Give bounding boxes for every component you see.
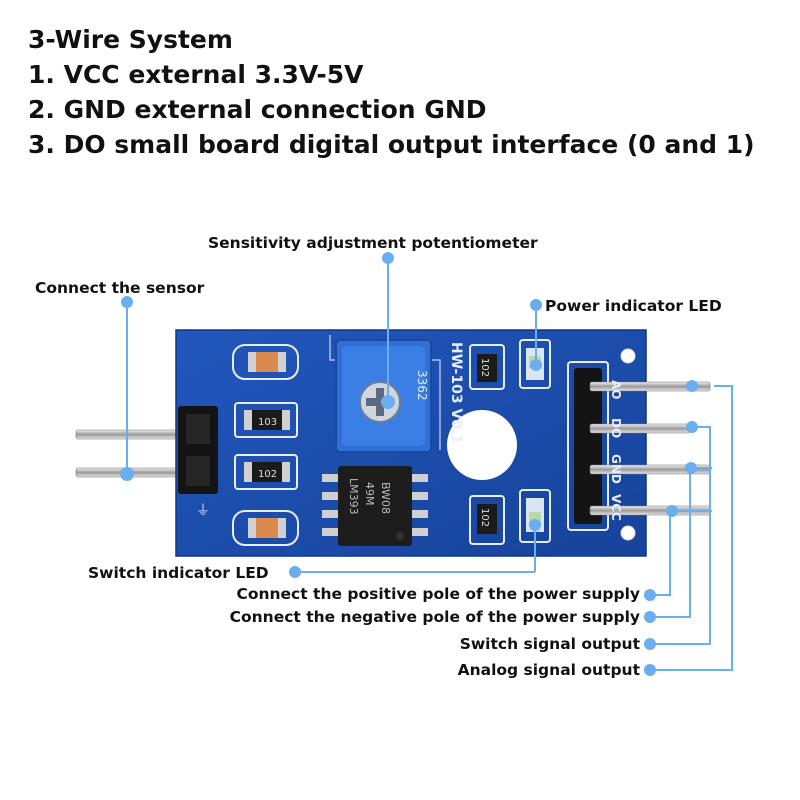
chip-text-2: 49M: [363, 482, 376, 506]
pin-label-vcc: VCC: [609, 494, 623, 521]
board-model-text: HW-103 V0.1: [448, 342, 464, 444]
label-connect-sensor: Connect the sensor: [35, 279, 205, 297]
chip-text-1: LM393: [347, 478, 360, 515]
mounting-hole: [447, 410, 517, 480]
resistor-2-text: 102: [258, 469, 277, 480]
pin-label-gnd: GND: [609, 454, 623, 484]
callout-lines: [126, 258, 733, 671]
label-sensitivity-potentiometer: Sensitivity adjustment potentiometer: [208, 234, 538, 252]
heading-line-4: 3. DO small board digital output interfa…: [28, 130, 755, 159]
right-header: [567, 361, 711, 531]
left-components: [232, 344, 299, 546]
resistor-1-text: 103: [258, 417, 277, 428]
callout-dots: [120, 252, 698, 676]
chip-text-3: BW08: [379, 482, 392, 514]
resistor-3-text: 102: [479, 358, 490, 377]
pin-label-do: DO: [609, 418, 623, 438]
pin-label-ao: AO: [609, 380, 623, 400]
potentiometer: [335, 339, 432, 453]
label-power-indicator-led: Power indicator LED: [545, 297, 722, 315]
label-switch-signal-output: Switch signal output: [459, 635, 640, 653]
lm393-chip: [322, 466, 428, 546]
label-switch-indicator-led: Switch indicator LED: [88, 564, 269, 582]
heading-line-2: 1. VCC external 3.3V-5V: [28, 60, 364, 89]
heading-line-3: 2. GND external connection GND: [28, 95, 487, 124]
pot-code-text: 3362: [415, 370, 429, 401]
label-positive-pole: Connect the positive pole of the power s…: [236, 585, 640, 603]
resistor-4-text: 102: [479, 508, 490, 527]
label-analog-signal-output: Analog signal output: [457, 661, 640, 679]
label-negative-pole: Connect the negative pole of the power s…: [229, 608, 640, 626]
heading-line-1: 3-Wire System: [28, 25, 233, 54]
svg-text:⏚: ⏚: [196, 503, 210, 519]
left-header-pins: [75, 429, 187, 478]
heading: 3-Wire System 1. VCC external 3.3V-5V 2.…: [28, 22, 755, 162]
